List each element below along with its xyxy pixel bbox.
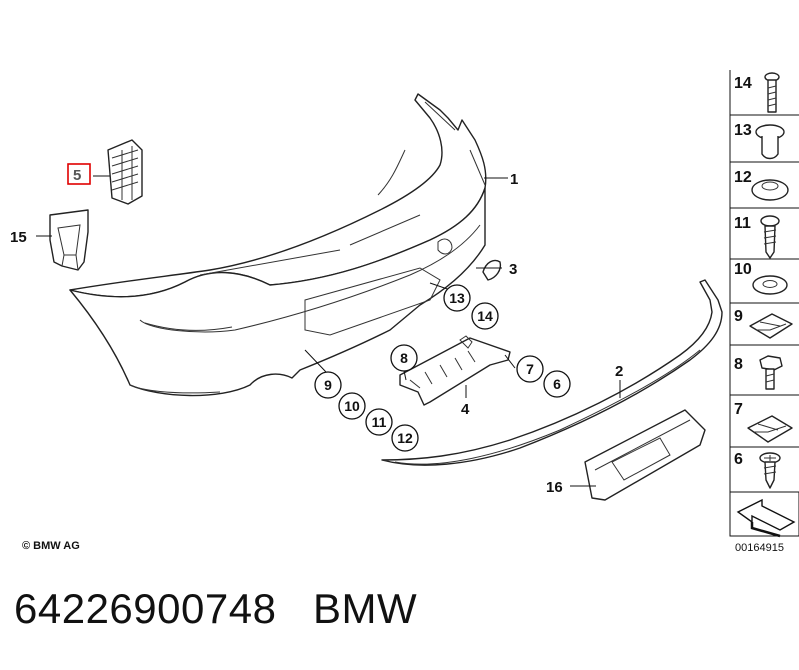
center-bracket (399, 335, 511, 406)
circled-callouts: 13 14 8 7 6 9 10 11 12 (314, 284, 571, 452)
callout-labels: 1 3 15 16 4 2 (10, 171, 623, 496)
callout-15: 15 (10, 229, 27, 246)
legend-item-8: 8 (734, 355, 783, 390)
callout-12: 12 (397, 430, 413, 446)
svg-text:10: 10 (734, 261, 752, 278)
navigation-arrow-icon (729, 491, 799, 538)
svg-text:11: 11 (734, 215, 751, 232)
callout-5: 5 (73, 167, 81, 184)
legend-item-12: 12 (734, 169, 789, 201)
callout-16: 16 (546, 479, 563, 496)
air-vent-part (107, 139, 143, 205)
hardware-legend: 14 13 12 11 10 (729, 70, 799, 538)
callout-4: 4 (461, 401, 470, 418)
side-bracket (49, 209, 89, 271)
license-plate-bracket (584, 409, 706, 501)
callout-11: 11 (372, 414, 387, 430)
clip-part (482, 259, 502, 281)
legend-item-6: 6 (734, 451, 781, 489)
svg-text:14: 14 (734, 75, 752, 92)
callout-2: 2 (615, 363, 623, 380)
callout-8: 8 (400, 350, 408, 366)
copyright-notice: © BMW AG (22, 540, 80, 552)
callout-13: 13 (449, 290, 465, 306)
legend-item-13: 13 (734, 122, 785, 160)
legend-item-7: 7 (734, 401, 793, 443)
callout-9: 9 (324, 377, 332, 393)
rear-bumper (69, 93, 487, 397)
legend-item-9: 9 (734, 308, 793, 339)
diagram-id: 00164915 (735, 542, 784, 554)
svg-text:13: 13 (734, 122, 752, 139)
callout-1: 1 (510, 171, 518, 188)
svg-text:8: 8 (734, 356, 743, 373)
callout-6: 6 (553, 376, 561, 392)
svg-text:12: 12 (734, 169, 752, 186)
part-number: 64226900748 (14, 585, 277, 632)
callout-10: 10 (344, 398, 360, 414)
callout-3: 3 (509, 261, 517, 278)
brand-name: BMW (312, 585, 418, 632)
callout-7: 7 (526, 361, 534, 377)
leader-lines (36, 175, 621, 487)
legend-item-11: 11 (734, 215, 780, 259)
svg-text:7: 7 (734, 401, 743, 418)
callout-5-highlight: 5 (67, 163, 91, 185)
svg-text:6: 6 (734, 451, 743, 468)
legend-item-14: 14 (734, 72, 780, 113)
lower-trim-strip (381, 279, 723, 466)
part-number-caption: 64226900748 BMW (14, 585, 417, 633)
legend-item-10: 10 (734, 261, 788, 295)
svg-text:9: 9 (734, 308, 743, 325)
callout-14: 14 (477, 308, 493, 324)
